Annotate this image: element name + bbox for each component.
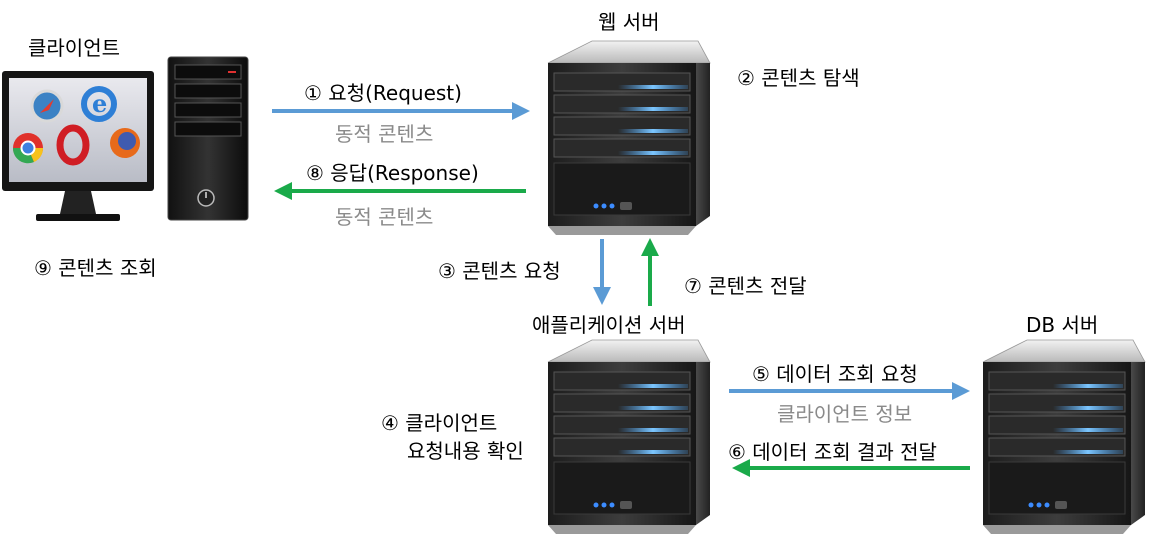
step-9-label: ⑨ 콘텐츠 조회 xyxy=(34,256,157,280)
web-server-icon xyxy=(547,40,711,236)
db-server-icon xyxy=(982,339,1146,535)
svg-text:e: e xyxy=(92,89,107,118)
step-2-label: ② 콘텐츠 탐색 xyxy=(737,66,860,90)
step-4-line1: ④ 클라이언트 xyxy=(381,411,498,435)
content-deliver-arrow xyxy=(641,238,659,306)
step-3-label: ③ 콘텐츠 요청 xyxy=(438,259,561,283)
data-request-sub-label: 클라이언트 정보 xyxy=(777,402,913,426)
client-monitor-icon: e xyxy=(2,71,154,221)
step-4-line2: 요청내용 확인 xyxy=(407,439,524,463)
web-server-label: 웹 서버 xyxy=(598,10,660,34)
content-request-arrow xyxy=(593,239,611,305)
request-sub-label: 동적 콘텐츠 xyxy=(335,122,434,146)
step-7-label: ⑦ 콘텐츠 전달 xyxy=(684,274,807,298)
data-result-label: ⑥ 데이터 조회 결과 전달 xyxy=(728,440,937,464)
db-server-label: DB 서버 xyxy=(1026,313,1099,337)
data-result-arrow xyxy=(732,459,970,477)
data-request-label: ⑤ 데이터 조회 요청 xyxy=(752,362,918,386)
data-request-arrow xyxy=(729,382,970,400)
response-arrow xyxy=(274,182,526,200)
request-label: ① 요청(Request) xyxy=(304,81,462,105)
app-server-label: 애플리케이션 서버 xyxy=(532,313,686,337)
client-tower-icon xyxy=(167,56,249,221)
client-label: 클라이언트 xyxy=(28,36,120,60)
app-server-icon xyxy=(547,339,711,535)
response-label: ⑧ 응답(Response) xyxy=(306,161,479,185)
request-arrow xyxy=(272,102,530,120)
response-sub-label: 동적 콘텐츠 xyxy=(335,205,434,229)
